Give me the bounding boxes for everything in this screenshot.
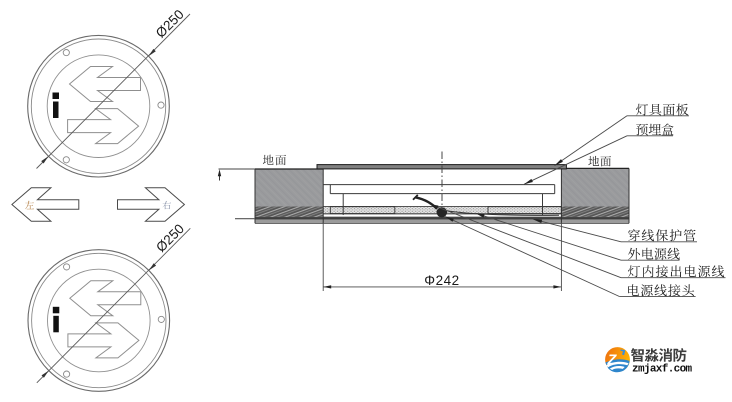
svg-text:Φ242: Φ242 [424, 273, 459, 288]
svg-text:zmjaxf.com: zmjaxf.com [632, 364, 693, 376]
svg-text:Z: Z [607, 353, 618, 369]
